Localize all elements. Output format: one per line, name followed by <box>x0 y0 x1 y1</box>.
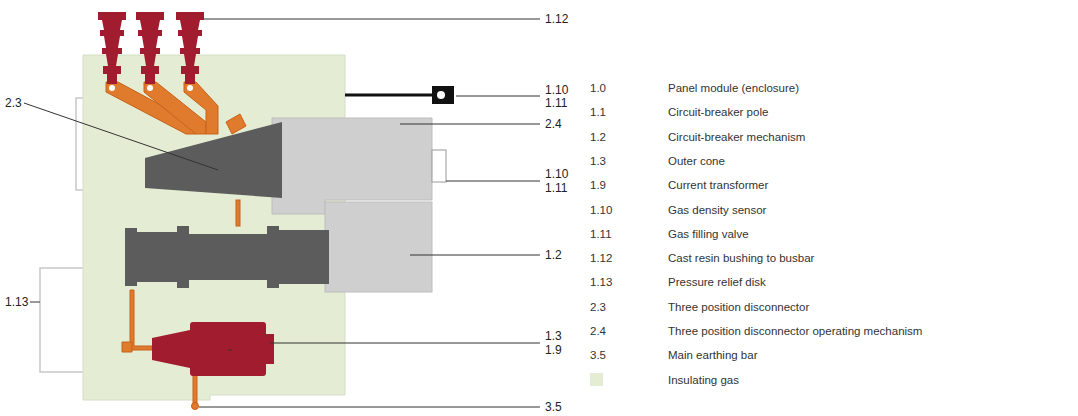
callout-number: 2.3 <box>5 96 22 110</box>
legend-description: Gas filling valve <box>668 227 749 241</box>
legend-description: Main earthing bar <box>668 348 758 362</box>
callout-number: 1.12 <box>545 12 568 26</box>
circuit-breaker-pole <box>125 226 329 288</box>
legend-swatch <box>590 373 603 386</box>
legend-description: Current transformer <box>668 178 768 192</box>
legend-text: Insulating gas <box>668 373 739 387</box>
legend-code: 1.2 <box>590 130 606 144</box>
legend-code: 1.3 <box>590 154 606 168</box>
leader-lines <box>24 19 540 407</box>
gas-enclosure <box>83 55 345 400</box>
legend-description: Cast resin bushing to busbar <box>668 251 814 265</box>
side-plate <box>76 98 83 190</box>
legend-description: Three position disconnector operating me… <box>668 324 922 338</box>
callout-number: 1.11 <box>545 181 567 195</box>
outer-cone-current-transformer <box>152 322 274 376</box>
filling-valve-box <box>432 150 446 182</box>
callout-number: 1.13 <box>5 295 28 309</box>
legend-description: Pressure relief disk <box>668 275 766 289</box>
three-position-disconnector <box>145 122 282 198</box>
legend-description: Outer cone <box>668 154 725 168</box>
legend-description: Three position disconnector <box>668 300 809 314</box>
callout-number: 1.3 <box>545 329 562 343</box>
legend-code: 1.12 <box>590 251 612 265</box>
callout-number: 1.10 <box>545 83 568 97</box>
callout-number: 1.9 <box>545 343 562 357</box>
callout-number: 1.2 <box>545 248 562 262</box>
cast-resin-bushings <box>98 12 204 84</box>
callout-number: 2.4 <box>545 117 562 131</box>
legend-code: 2.3 <box>590 300 606 314</box>
legend-code: 1.11 <box>590 227 612 241</box>
callout-number: 1.11 <box>545 96 567 110</box>
callout-number: 1.10 <box>545 167 568 181</box>
legend-description: Circuit-breaker pole <box>668 105 768 119</box>
legend-description: Circuit-breaker mechanism <box>668 130 805 144</box>
pressure-relief-outline <box>40 268 85 372</box>
sensor-valve <box>437 91 445 99</box>
legend-code: 1.10 <box>590 203 612 217</box>
disconnector-mechanism <box>272 118 432 214</box>
gas-density-sensor <box>432 86 454 104</box>
legend-code: 3.5 <box>590 348 606 362</box>
sensor-tube <box>345 94 434 97</box>
legend-description: Gas density sensor <box>668 203 766 217</box>
legend-code: 1.1 <box>590 105 606 119</box>
legend-code: 1.9 <box>590 178 606 192</box>
legend-description: Panel module (enclosure) <box>668 81 799 95</box>
legend-code: 1.13 <box>590 275 612 289</box>
breaker-mechanism <box>325 202 432 292</box>
callout-number: 3.5 <box>545 400 562 414</box>
legend-code: 2.4 <box>590 324 606 338</box>
legend-code: 1.0 <box>590 81 606 95</box>
